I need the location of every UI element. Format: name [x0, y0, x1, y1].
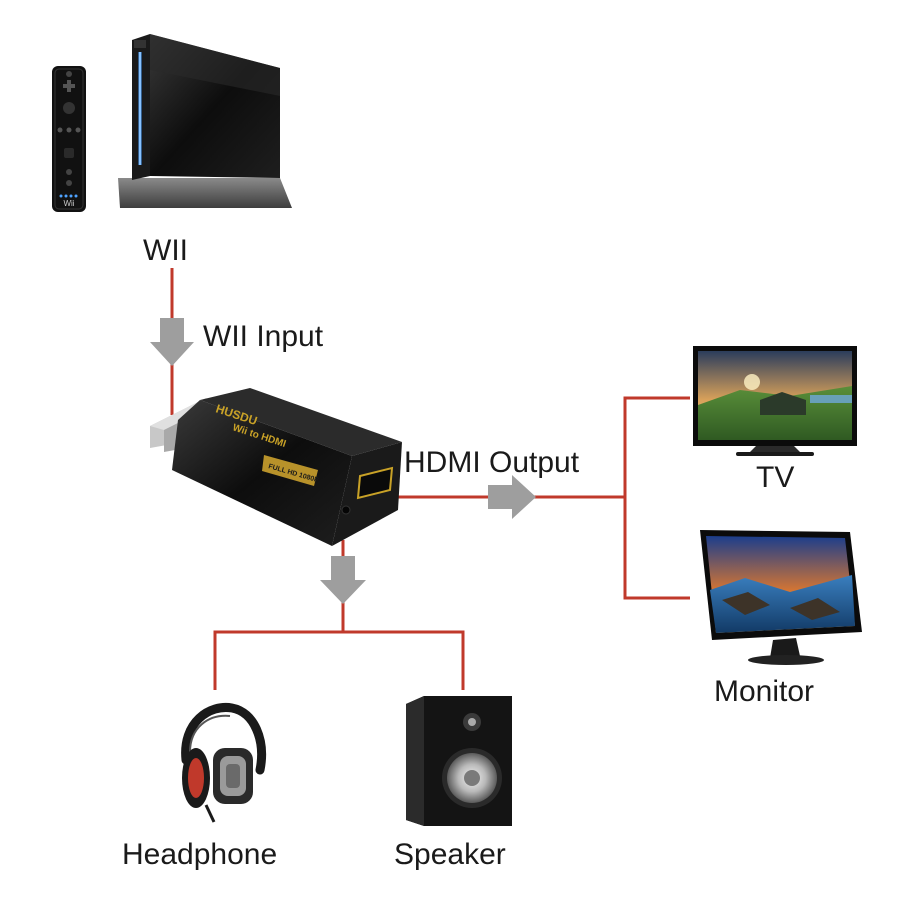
remote-logo: Wii	[63, 199, 74, 208]
label-speaker: Speaker	[394, 838, 506, 871]
label-headphone: Headphone	[122, 838, 278, 871]
wii-remote-icon: Wii	[52, 66, 86, 212]
wire-monitor-branch	[623, 497, 690, 600]
label-monitor: Monitor	[714, 675, 815, 708]
wire-tv-branch	[623, 396, 690, 497]
arrow-down-audio-output	[320, 556, 366, 604]
wii-console-icon	[118, 34, 292, 208]
monitor-icon	[700, 530, 862, 665]
wire-audio-split	[213, 630, 465, 690]
label-wii-input: WII Input	[203, 320, 324, 353]
arrow-right-hdmi-output	[488, 475, 536, 519]
flow-arrows	[150, 318, 536, 604]
arrow-down-wii-input	[150, 318, 194, 366]
label-tv: TV	[756, 461, 795, 494]
label-hdmi-output: HDMI Output	[404, 446, 580, 479]
headphone-icon	[181, 702, 267, 823]
speaker-icon	[406, 696, 512, 826]
label-wii: WII	[143, 234, 188, 267]
adapter-icon: HUSDU Wii to HDMI FULL HD 1080P	[150, 388, 402, 546]
tv-icon	[693, 346, 857, 456]
